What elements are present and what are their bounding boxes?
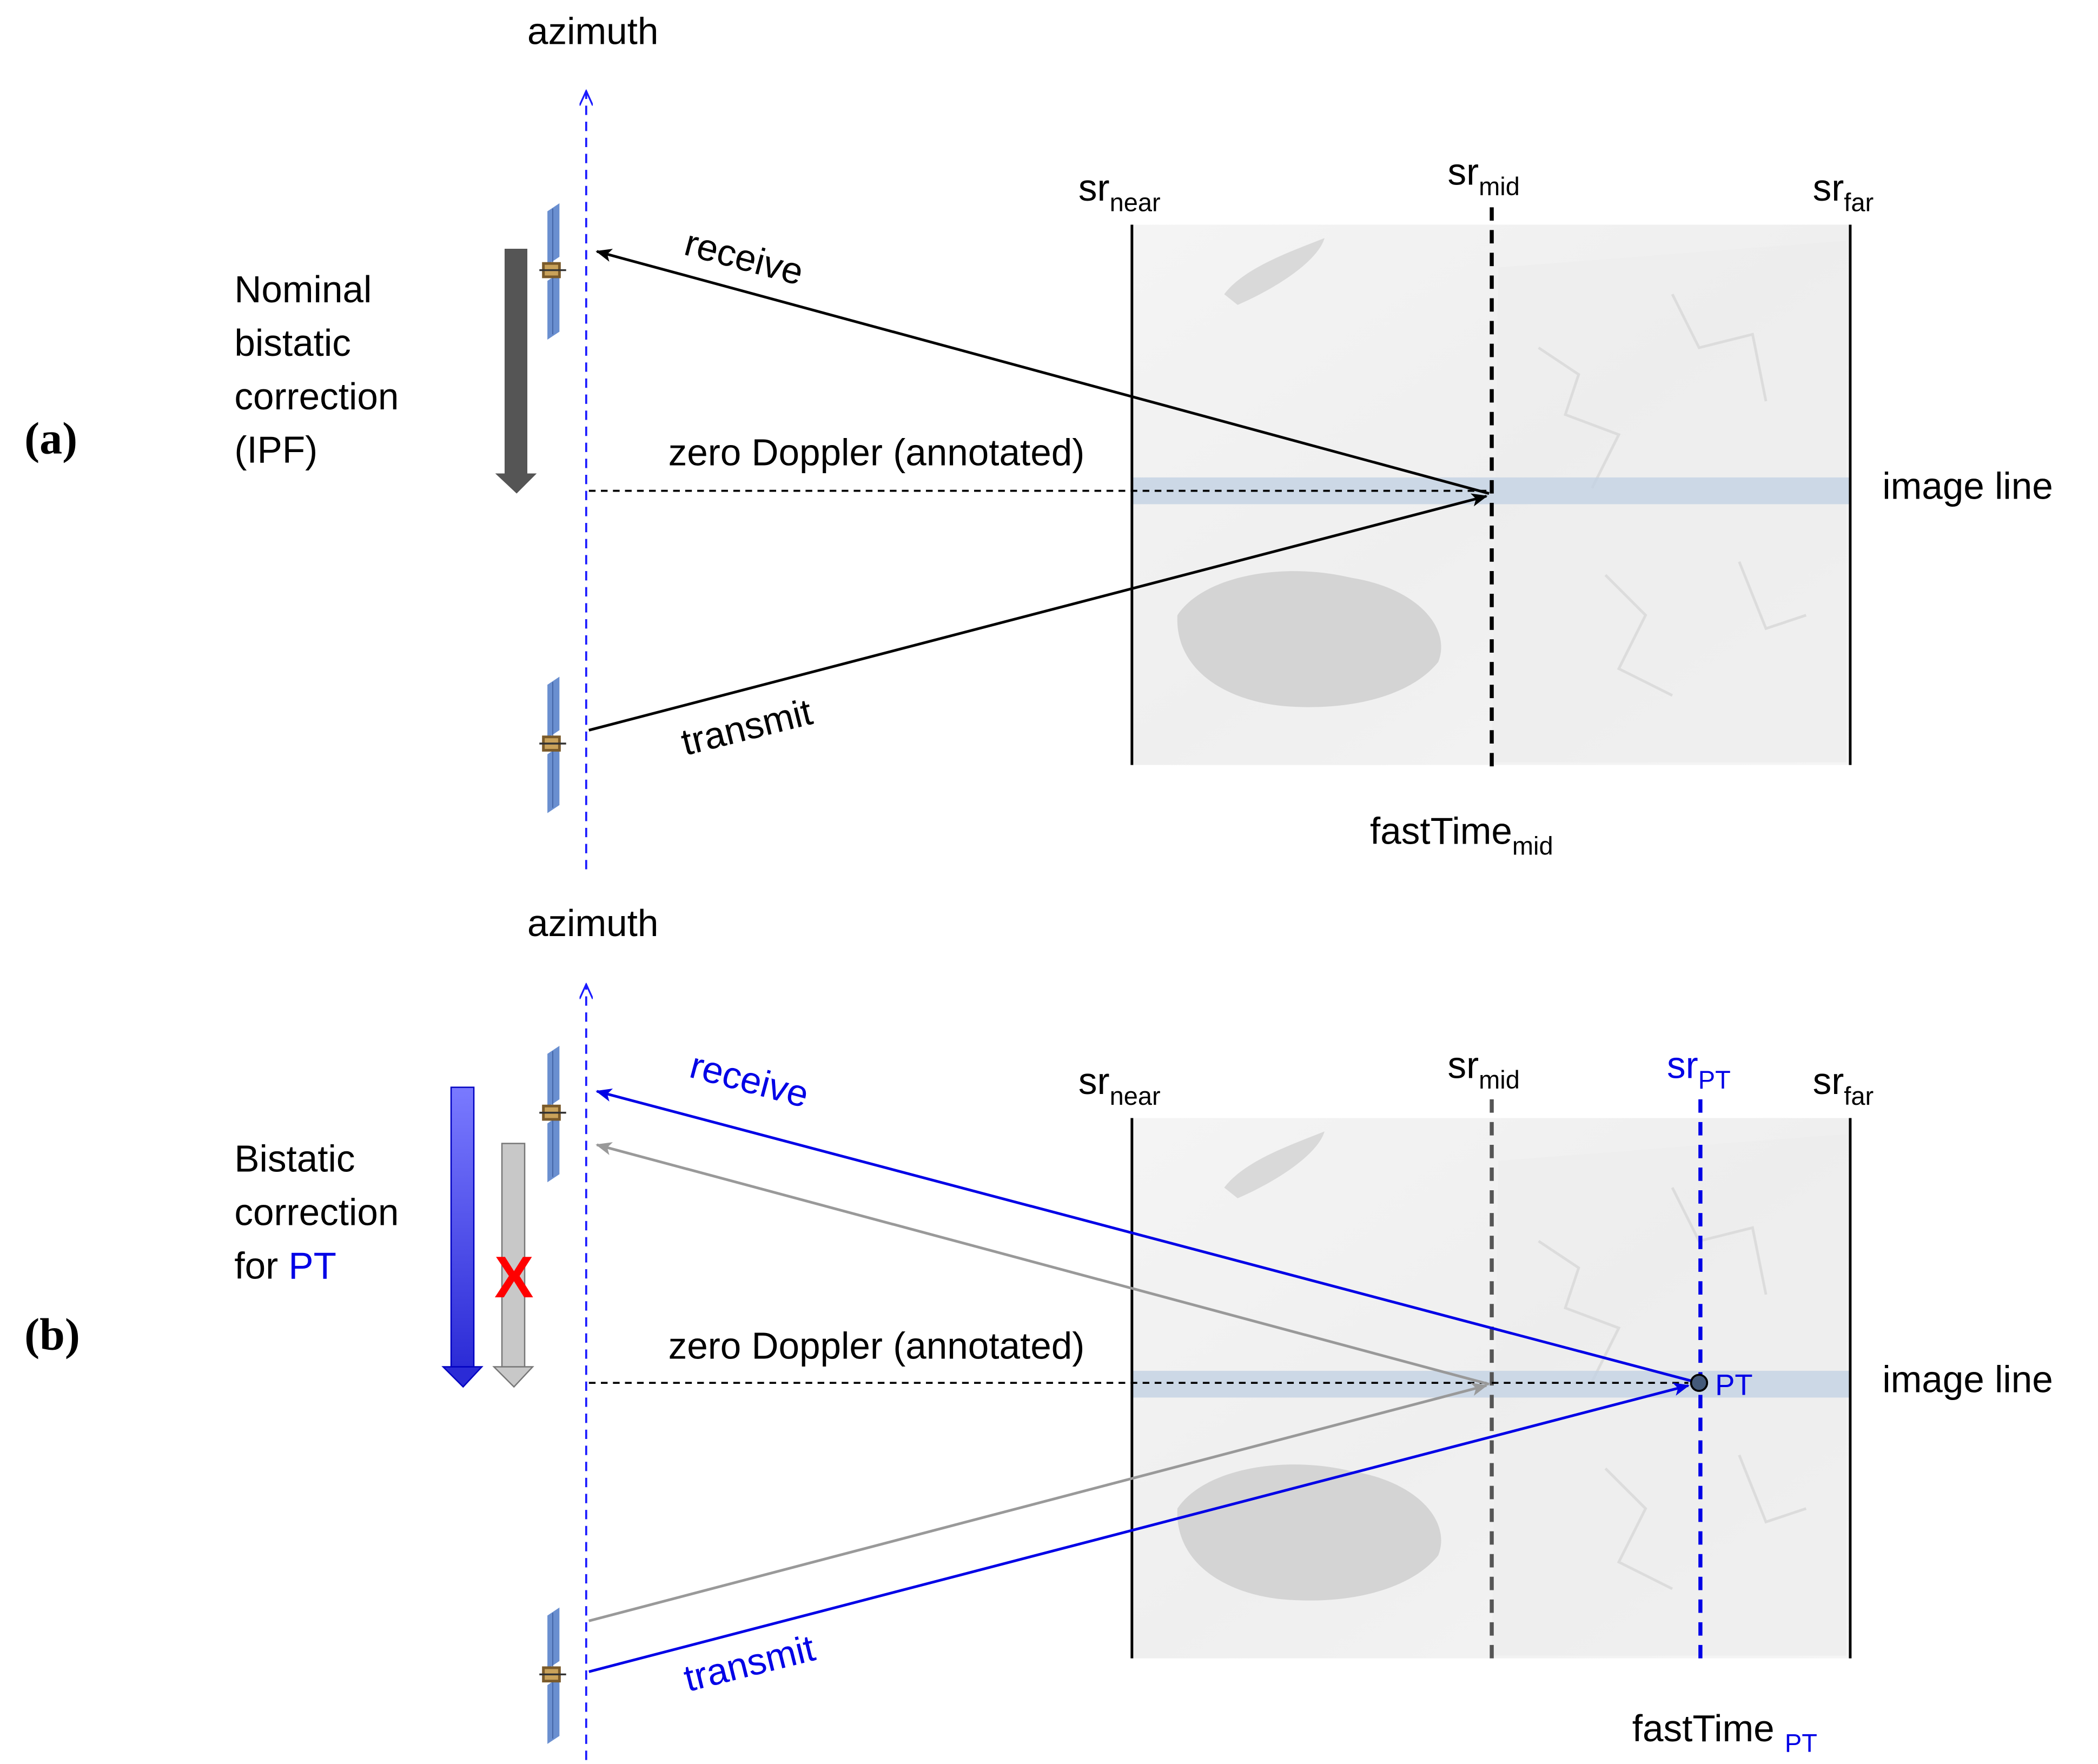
pt-transmit-path-b [588, 1383, 1690, 1673]
sr-far-label-a: srfar [1813, 167, 1874, 217]
receive-label-a: receive [680, 221, 808, 293]
correction-label-b: Bistatic correction for PT [234, 1137, 409, 1286]
sr-mid-label-b: srmid [1447, 1044, 1519, 1094]
correction-label-a-line3: correction [234, 375, 399, 417]
rejected-correction-marker: X [494, 1244, 534, 1310]
nominal-receive-path-b [595, 1142, 1490, 1386]
transmit-path-a [588, 493, 1488, 732]
azimuth-label-a: azimuth [527, 10, 658, 52]
sr-far-label-b: srfar [1813, 1060, 1874, 1110]
correction-label-b-line3-prefix: for [234, 1244, 288, 1286]
correction-label-a-line1: Nominal [234, 268, 372, 310]
zero-doppler-label-b: zero Doppler (annotated) [669, 1325, 1085, 1367]
zero-doppler-label-a: zero Doppler (annotated) [669, 432, 1085, 474]
panel-b-label: (b) [24, 1309, 80, 1360]
point-target-label: PT [1715, 1368, 1753, 1401]
correction-label-a-line2: bistatic [234, 322, 350, 364]
panel-a: (a) azimuth zero Doppler (annotated) ima… [24, 10, 2053, 870]
satellite-transmit-icon-b [538, 1606, 567, 1745]
nominal-transmit-path-b [588, 1383, 1488, 1622]
nominal-correction-arrow-b [492, 1143, 534, 1388]
point-target-marker [1690, 1374, 1709, 1392]
sr-near-label-b: srnear [1078, 1060, 1161, 1110]
pt-receive-path-b [595, 1089, 1695, 1383]
sr-near-label-a: srnear [1078, 167, 1161, 217]
fasttime-label-a: fastTimemid [1370, 810, 1553, 860]
receive-path-a [595, 249, 1490, 495]
sr-mid-label-a: srmid [1447, 150, 1519, 201]
sr-pt-label-b: srPT [1667, 1044, 1731, 1094]
image-line-label-a: image line [1882, 465, 2053, 507]
image-line-label-b: image line [1882, 1358, 2053, 1400]
panel-b: (b) azimuth zero Doppler (annotated) ima… [24, 902, 2053, 1760]
panel-a-label: (a) [24, 413, 77, 463]
nominal-correction-arrow-a [495, 248, 537, 494]
receive-label-b: receive [686, 1044, 813, 1116]
azimuth-label-b: azimuth [527, 902, 658, 944]
correction-label-b-line1: Bistatic [234, 1137, 355, 1179]
transmit-label-b: transmit [680, 1627, 819, 1700]
satellite-transmit-icon-a [538, 675, 567, 814]
correction-label-b-line2: correction [234, 1191, 399, 1233]
fasttime-label-b: fastTime PT [1632, 1707, 1817, 1758]
correction-label-a: Nominal bistatic correction (IPF) [234, 268, 409, 471]
pt-correction-arrow-b [441, 1086, 484, 1388]
satellite-receive-icon-a [538, 202, 567, 341]
correction-label-a-line4: (IPF) [234, 429, 317, 471]
correction-label-b-line3-highlight: PT [288, 1244, 336, 1286]
satellite-receive-icon-b [538, 1045, 567, 1183]
